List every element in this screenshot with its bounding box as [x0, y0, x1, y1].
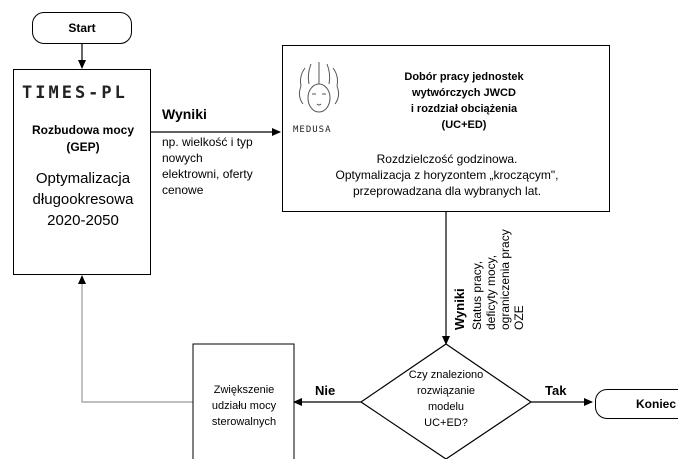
edge-text-wyniki-vertical: Status pracy, deficyty mocy, ograniczeni… [470, 229, 526, 330]
decision-text: Czy znaleziono rozwiązanie modelu UC+ED? [408, 369, 484, 429]
decision-diamond [359, 343, 533, 459]
start-node: Start [32, 12, 132, 44]
medusa-description: Rozdzielczość godzinowa. Optymalizacja z… [335, 152, 559, 198]
medusa-title: Dobór pracy jednostek wytwórczych JWCD i… [404, 71, 524, 131]
end-label: Koniec [636, 397, 677, 411]
medusa-icon [298, 62, 340, 113]
times-title: Rozbudowa mocy (GEP) [31, 123, 134, 154]
end-node: Koniec [595, 389, 678, 419]
medusa-node: MEDUSA Dobór pracy jednostek wytwórczych… [282, 45, 610, 212]
edge-text-wyniki-horizontal: np. wielkość i typ nowych elektrowni, of… [162, 135, 253, 197]
times-logo: TIMES-PL [22, 83, 128, 103]
edge-label-no: Nie [315, 383, 336, 398]
edge-label-wyniki-vertical: Wyniki [452, 288, 467, 330]
edge-label-yes: Tak [545, 383, 567, 398]
increase-box-outline [192, 343, 295, 459]
medusa-logo: MEDUSA [293, 125, 332, 135]
times-node: TIMES-PL Rozbudowa mocy (GEP) Optymaliza… [13, 69, 151, 275]
times-description: Optymalizacja długookresowa 2020-2050 [32, 170, 134, 229]
edge-label-wyniki-horizontal: Wyniki [162, 106, 207, 122]
start-label: Start [68, 21, 96, 35]
increase-node-text: Zwiększenie udziału mocy sterowalnych [211, 384, 277, 428]
edge-increase-times [78, 275, 193, 403]
